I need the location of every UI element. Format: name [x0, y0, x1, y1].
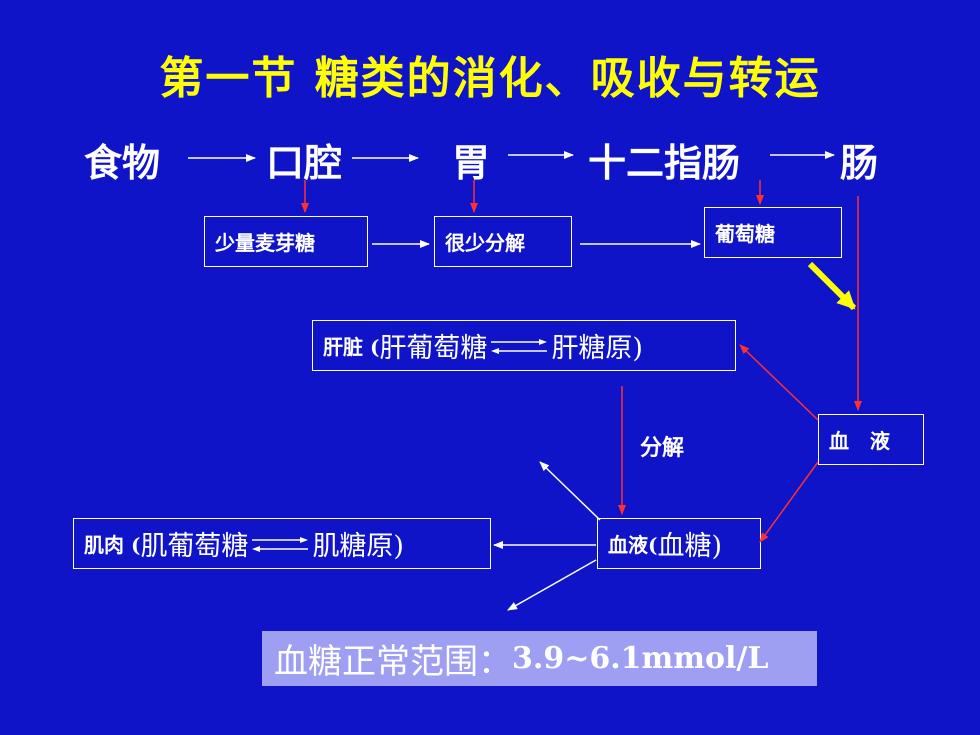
box-little-breakdown: 很少分解 — [434, 216, 572, 267]
range-label: 血糖正常范围： — [274, 642, 512, 682]
blood-sugar-prefix: 血液( — [608, 533, 658, 557]
box-blood-label: 血 液 — [829, 429, 890, 453]
arrow-bloodsugar-upleft — [539, 461, 601, 521]
arrow-blood-bloodsugar — [759, 461, 819, 543]
muscle-prefix: 肌肉 ( — [84, 533, 141, 557]
arrow-glucose-absorb — [807, 261, 857, 311]
arrow-bloodsugar-downleft — [507, 559, 597, 611]
box-maltose-label: 少量麦芽糖 — [215, 231, 315, 255]
blood-sugar-range: 血糖正常范围： 3.9~6.1mmol/L — [262, 631, 817, 686]
decompose-label: 分解 — [640, 435, 685, 461]
flow-intestine: 肠 — [840, 140, 879, 185]
box-blood-sugar: 血液( 血糖) — [597, 518, 761, 569]
box-maltose: 少量麦芽糖 — [204, 216, 368, 267]
box-little-breakdown-label: 很少分解 — [445, 231, 525, 255]
box-muscle: 肌肉 ( 肌葡萄糖 肌糖原) — [73, 518, 491, 569]
flow-food: 食物 — [84, 140, 161, 185]
flow-mouth: 口腔 — [266, 140, 343, 185]
liver-equilibrium-arrow — [489, 336, 549, 356]
blood-sugar-label: 血糖) — [657, 531, 723, 562]
box-blood: 血 液 — [818, 414, 924, 465]
muscle-glucose: 肌葡萄糖 — [140, 531, 249, 562]
flow-stomach: 胃 — [452, 140, 491, 185]
box-glucose-label: 葡萄糖 — [715, 222, 775, 246]
page-title: 第一节 糖类的消化、吸收与转运 — [159, 53, 821, 104]
box-glucose: 葡萄糖 — [704, 207, 842, 258]
muscle-equilibrium-arrow — [250, 534, 310, 554]
flow-duodenum: 十二指肠 — [588, 140, 741, 185]
liver-glycogen: 肝糖原) — [551, 333, 643, 364]
box-liver: 肝脏 ( 肝葡萄糖 肝糖原) — [312, 320, 736, 371]
muscle-glycogen: 肌糖原) — [312, 531, 404, 562]
liver-glucose: 肝葡萄糖 — [379, 333, 488, 364]
liver-prefix: 肝脏 ( — [323, 335, 380, 359]
arrow-blood-liver — [739, 344, 819, 421]
range-value: 3.9~6.1mmol/L — [512, 641, 769, 676]
